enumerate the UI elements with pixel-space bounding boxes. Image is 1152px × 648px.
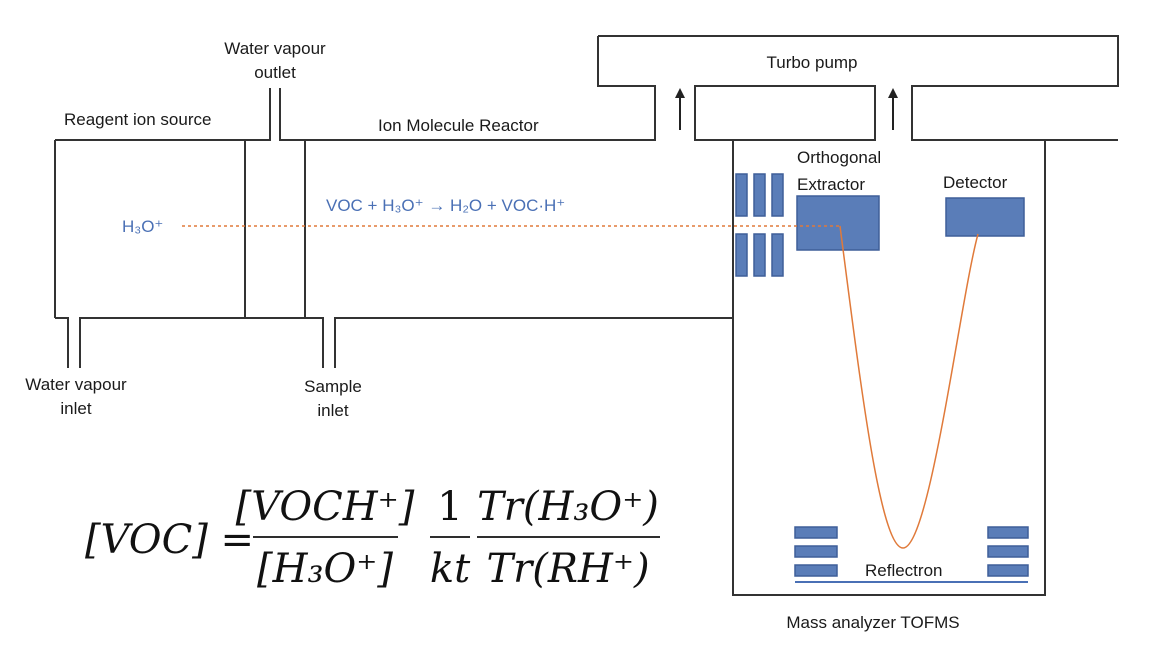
orthogonal-extractor [796,195,880,251]
formula-lhs: [VOC] = [85,517,254,563]
water-vapour-outlet-label-2: outlet [254,63,296,82]
orthogonal-extractor-label-2: Extractor [797,175,865,194]
detector-label: Detector [943,173,1008,192]
mass-analyzer-box [732,139,1046,596]
ion-path [182,225,979,549]
formula-frac3-numerator: Tr(H₃O⁺) [477,484,659,530]
voc-formula: [VOC] = [VOCH⁺] [H₃O⁺] 1 kt Tr(H₃O⁺) Tr(… [85,484,660,592]
turbo-pump-label: Turbo pump [766,53,857,72]
reagent-ion-source-label: Reagent ion source [64,110,211,129]
formula-frac2-numerator: 1 [437,484,462,530]
reflectron [794,526,1029,583]
extraction-plates [735,173,784,277]
sample-inlet-label-1: Sample [304,377,362,396]
formula-frac3-denominator: Tr(RH⁺) [486,546,649,592]
reflectron-label: Reflectron [865,561,942,580]
pump-arrow-right-icon [888,88,898,130]
reaction-equation: VOC + H₃O⁺ → H₂O + VOC·H⁺ [326,196,565,215]
formula-frac1-denominator: [H₃O⁺] [257,546,393,592]
ion-molecule-reactor-label: Ion Molecule Reactor [378,116,539,135]
h3o-ion-label: H₃O⁺ [122,217,163,236]
detector [945,197,1025,237]
formula-frac1-numerator: [VOCH⁺] [236,484,415,530]
water-vapour-inlet-label-1: Water vapour [25,375,127,394]
water-vapour-outlet-label-1: Water vapour [224,39,326,58]
formula-frac2-denominator: kt [430,546,471,592]
mass-analyzer-label: Mass analyzer TOFMS [786,613,959,632]
reactor-tube [54,88,733,368]
sample-inlet-label-2: inlet [317,401,348,420]
turbo-pump: Turbo pump [560,35,1119,141]
pump-arrow-left-icon [675,88,685,130]
orthogonal-extractor-label-1: Orthogonal [797,148,881,167]
water-vapour-inlet-label-2: inlet [60,399,91,418]
